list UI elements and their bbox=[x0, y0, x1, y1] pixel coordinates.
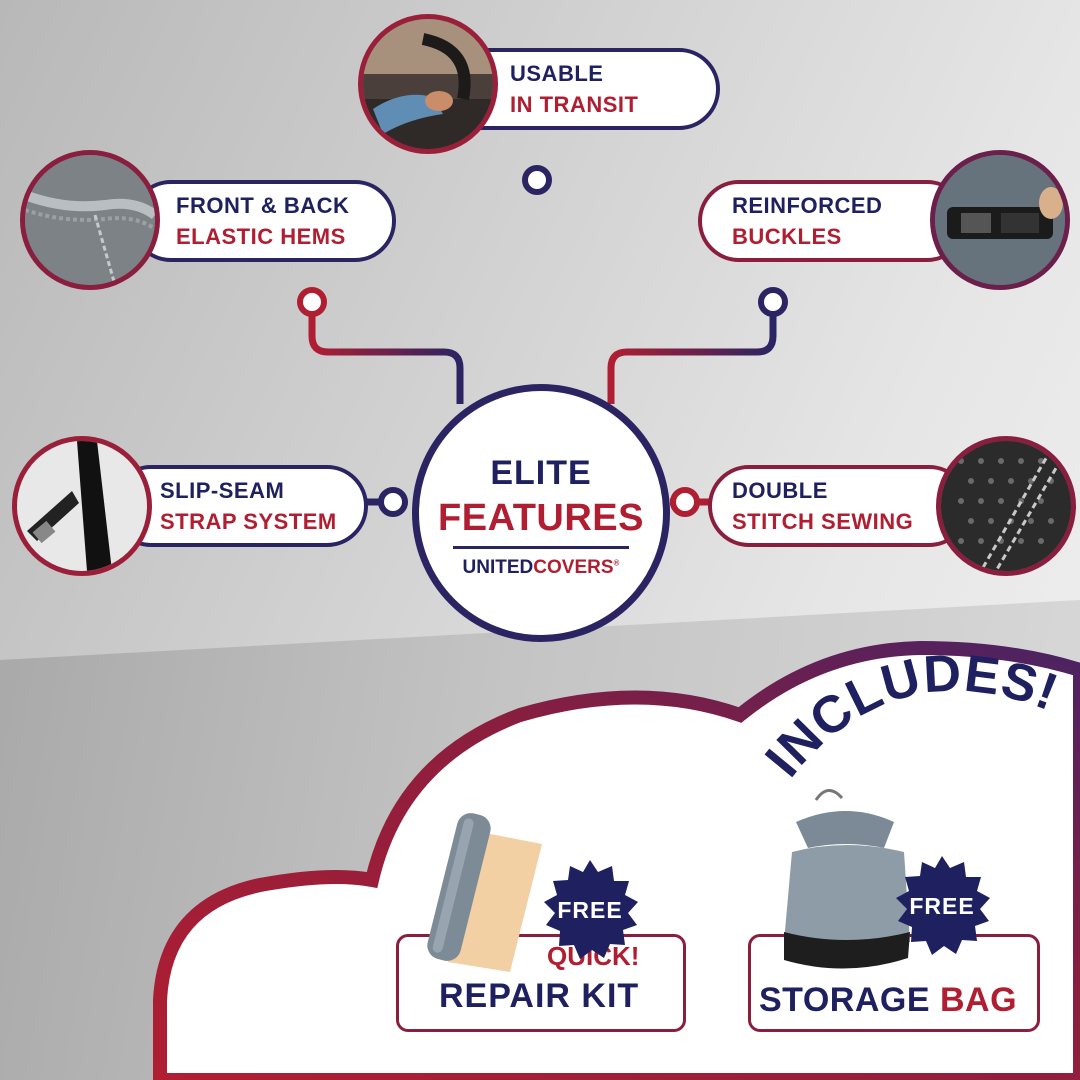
feature-hems-pill: FRONT & BACK ELASTIC HEMS bbox=[130, 180, 396, 262]
brand-logo-part1: UNITED bbox=[462, 556, 534, 578]
strap-photo-icon bbox=[12, 436, 152, 576]
brand-logo-part2: COVERS bbox=[533, 556, 614, 578]
elite-features-badge: ELITE FEATURES UNITEDCOVERS® bbox=[412, 384, 670, 642]
stitch-photo-icon bbox=[936, 436, 1076, 576]
feature-hems-line1: FRONT & BACK bbox=[176, 193, 350, 218]
starburst-badge-icon bbox=[896, 856, 990, 955]
feature-strap-line1: SLIP-SEAM bbox=[160, 478, 285, 503]
feature-hems-line2: ELASTIC HEMS bbox=[176, 224, 346, 249]
feature-strap-line2: STRAP SYSTEM bbox=[160, 509, 337, 534]
elastic-hem-photo-icon bbox=[20, 150, 160, 290]
repair-kit-label: REPAIR KIT bbox=[439, 977, 640, 1015]
feature-stitch-line1: DOUBLE bbox=[732, 478, 828, 503]
feature-transit-line1: USABLE bbox=[510, 61, 604, 86]
buckle-photo-icon bbox=[930, 150, 1070, 290]
storage-bag-label: STORAGE BAG bbox=[759, 981, 1017, 1020]
feature-strap-pill: SLIP-SEAM STRAP SYSTEM bbox=[110, 465, 368, 547]
storage-bag-free-badge: FREE bbox=[890, 854, 994, 958]
brand-logo: UNITEDCOVERS® bbox=[463, 557, 620, 579]
feature-buckles-line2: BUCKLES bbox=[732, 224, 842, 249]
feature-stitch-line2: STITCH SEWING bbox=[732, 509, 914, 534]
storage-bag-free-text: FREE bbox=[909, 892, 975, 919]
storage-bag-image-icon bbox=[776, 782, 916, 978]
center-title-line2: FEATURES bbox=[438, 496, 644, 539]
repair-roll-image-icon bbox=[420, 812, 550, 982]
center-divider bbox=[453, 545, 629, 549]
brand-registered-mark: ® bbox=[613, 558, 620, 568]
feature-transit-line2: IN TRANSIT bbox=[510, 92, 639, 117]
repair-kit-free-text: FREE bbox=[557, 896, 623, 923]
center-title-line1: ELITE bbox=[490, 453, 592, 492]
feature-stitch-pill: DOUBLE STITCH SEWING bbox=[708, 465, 970, 547]
storage-bag-label-part1: STORAGE bbox=[759, 981, 940, 1019]
feature-buckles-line1: REINFORCED bbox=[732, 193, 883, 218]
starburst-badge-icon bbox=[544, 860, 638, 959]
storage-bag-label-part2: BAG bbox=[939, 981, 1018, 1019]
feature-buckles-pill: REINFORCED BUCKLES bbox=[698, 180, 968, 262]
repair-kit-free-badge: FREE bbox=[538, 858, 642, 962]
